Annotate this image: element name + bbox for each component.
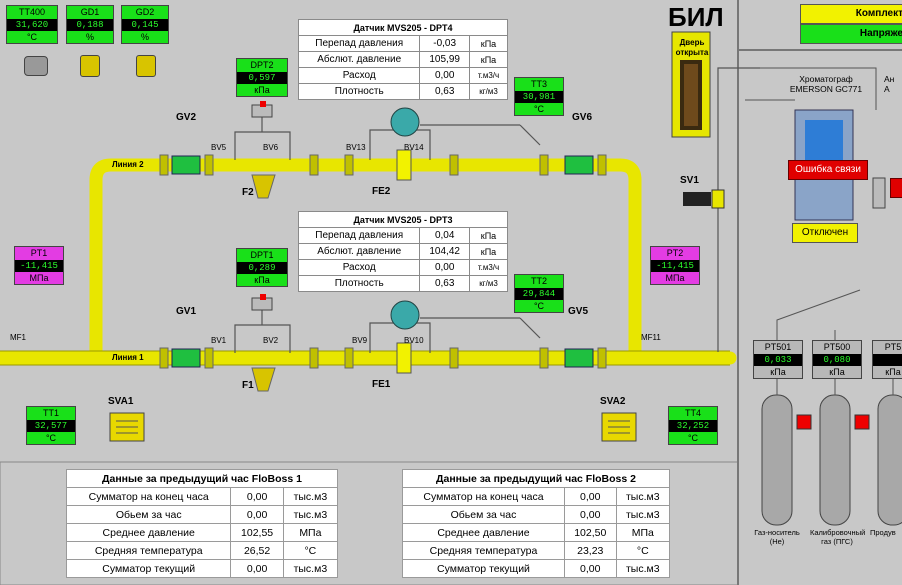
- label-mf1: MF1: [10, 333, 26, 342]
- label-bv1: BV1: [211, 336, 227, 345]
- label-mf11: MF11: [641, 333, 661, 342]
- label-gv5: GV5: [568, 306, 589, 317]
- label-f2: F2: [242, 187, 254, 198]
- label-sv1: SV1: [680, 175, 699, 186]
- gas-purge-label: Продув: [870, 528, 896, 537]
- gas-carrier-label: Газ-носитель(He): [754, 528, 800, 546]
- label-f1: F1: [242, 380, 254, 391]
- status-bar-1: Комплект: [800, 4, 902, 24]
- label-bv9: BV9: [352, 336, 368, 345]
- label-line2: Линия 2: [112, 160, 144, 169]
- gas-detector-icon: [136, 55, 156, 77]
- status-bar-2: Напряже: [800, 24, 902, 44]
- label-fe1: FE1: [372, 379, 391, 390]
- label-bv2: BV2: [263, 336, 279, 345]
- label-bv6: BV6: [263, 143, 279, 152]
- label-bv13: BV13: [346, 143, 366, 152]
- label-gv1: GV1: [176, 306, 197, 317]
- floboss1-hourly-table: Данные за предыдущий час FloBoss 1 Сумма…: [65, 469, 339, 578]
- temperature-sensor-icon: [24, 56, 48, 76]
- label-gv6: GV6: [572, 112, 593, 123]
- label-bv14: BV14: [404, 143, 424, 152]
- label-sva2: SVA2: [600, 396, 626, 407]
- sensor-dpt4-table: Датчик MVS205 - DPT4 Перепад давления-0,…: [297, 19, 509, 100]
- comm-error-badge-2: [890, 178, 902, 198]
- label-sva1: SVA1: [108, 396, 134, 407]
- station-title: БИЛ: [668, 2, 724, 32]
- gas-detector-icon: [80, 55, 100, 77]
- disabled-badge: Отключен: [792, 223, 858, 243]
- label-bv5: BV5: [211, 143, 227, 152]
- floboss2-hourly-table: Данные за предыдущий час FloBoss 2 Сумма…: [402, 469, 671, 578]
- label-line1: Линия 1: [112, 353, 144, 362]
- label-bv10: BV10: [404, 336, 424, 345]
- label-fe2: FE2: [372, 186, 391, 197]
- label-gv2: GV2: [176, 112, 197, 123]
- comm-error-badge: Ошибка связи: [788, 160, 868, 180]
